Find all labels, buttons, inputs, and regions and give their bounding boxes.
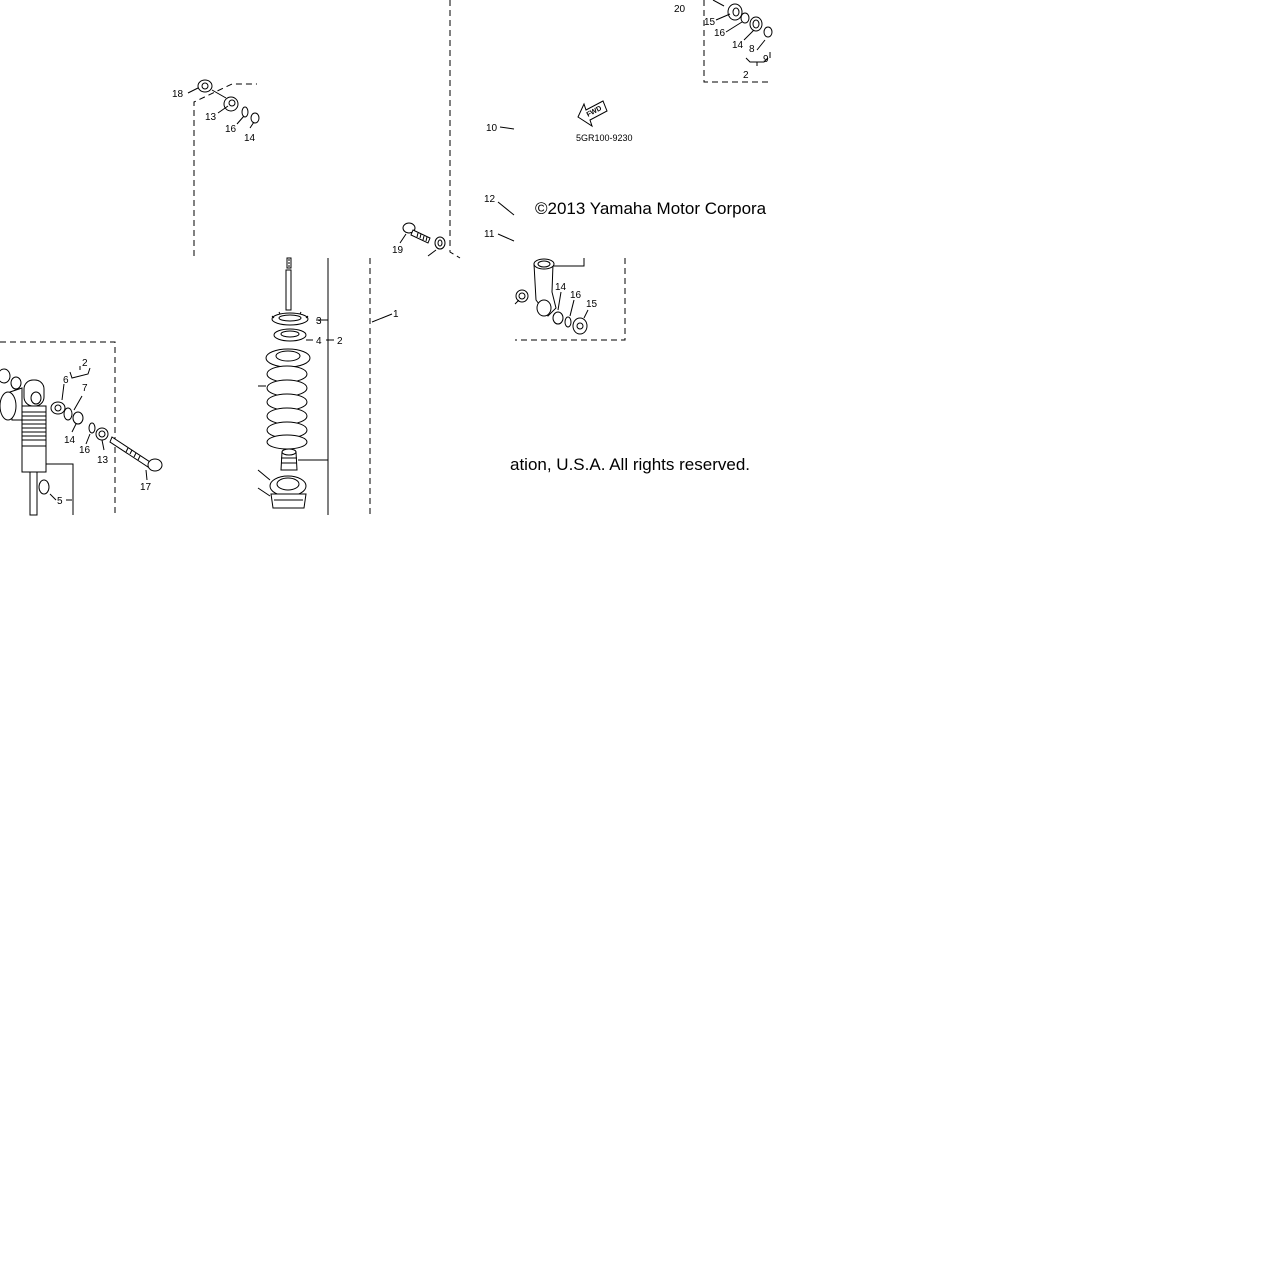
callout-11: 11 xyxy=(484,229,495,240)
fwd-arrow xyxy=(577,100,608,128)
callout-15: 15 xyxy=(704,17,716,28)
callout-10: 10 xyxy=(486,123,498,134)
copyright-line-2: ation, U.S.A. All rights reserved. xyxy=(510,455,750,474)
callout-2: 2 xyxy=(82,358,88,369)
callout-6: 6 xyxy=(63,375,69,386)
group-boundaries xyxy=(0,0,770,515)
callout-14: 14 xyxy=(64,435,76,446)
callout-13: 13 xyxy=(205,112,217,123)
bolt-19 xyxy=(399,222,446,257)
callout-8: 8 xyxy=(749,44,755,55)
callout-12: 12 xyxy=(484,194,496,205)
callout-2: 2 xyxy=(743,70,749,81)
callout-7: 7 xyxy=(82,383,88,394)
callout-15: 15 xyxy=(586,299,598,310)
callout-14: 14 xyxy=(555,282,567,293)
callout-4: 4 xyxy=(316,336,322,347)
callout-labels: 20 15 16 14 8 9 2 18 13 16 14 10 12 11 1… xyxy=(57,4,769,507)
linkage-leaders xyxy=(497,126,515,242)
callout-19: 19 xyxy=(392,245,404,256)
relay-arm xyxy=(514,258,589,335)
upper-mount-hardware xyxy=(712,0,773,66)
callout-13: 13 xyxy=(97,455,109,466)
callout-20: 20 xyxy=(674,4,686,15)
copyright-line-1: ©2013 Yamaha Motor Corpora xyxy=(535,199,767,218)
callout-2: 2 xyxy=(337,336,343,347)
callout-16: 16 xyxy=(225,124,237,135)
callout-3: 3 xyxy=(316,316,322,327)
coil-spring-assembly xyxy=(257,257,393,515)
callout-17: 17 xyxy=(140,482,152,493)
callout-16: 16 xyxy=(570,290,582,301)
diagram-code: 5GR100-9230 xyxy=(576,133,633,143)
rear-mount-hardware xyxy=(187,79,260,129)
rear-shock-absorber xyxy=(0,366,163,516)
callout-14: 14 xyxy=(244,133,256,144)
callout-16: 16 xyxy=(714,28,726,39)
callout-9: 9 xyxy=(763,54,769,65)
callout-5: 5 xyxy=(57,496,63,507)
callout-16: 16 xyxy=(79,445,91,456)
callout-1: 1 xyxy=(393,309,399,320)
callout-14: 14 xyxy=(732,40,744,51)
callout-18: 18 xyxy=(172,89,184,100)
